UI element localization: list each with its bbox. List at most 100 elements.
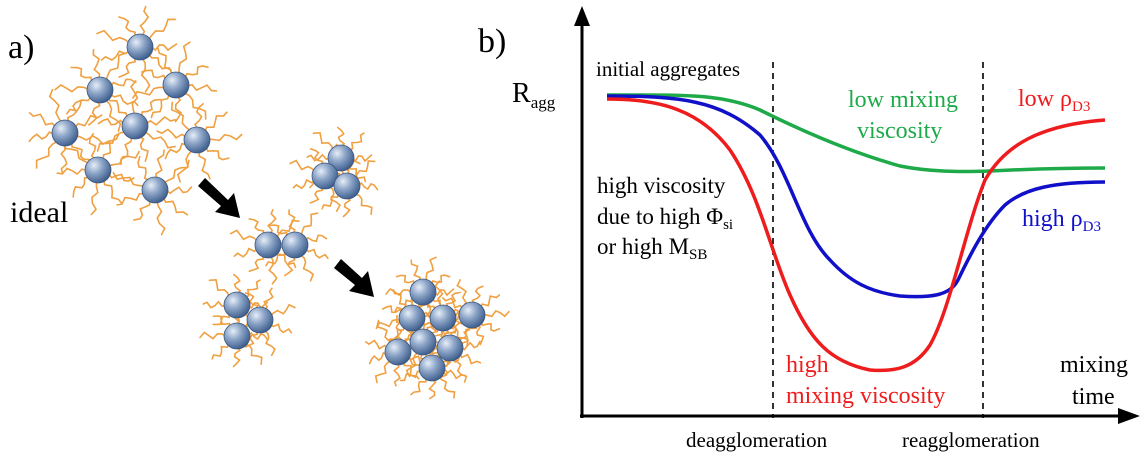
ligand-chain [267,209,277,235]
ligand-chain [479,294,501,309]
ligand-chain [232,346,242,368]
ligand-chain [105,52,127,82]
ligand-chain [178,41,191,76]
nanoparticle [84,156,112,184]
ligand-chain [248,218,265,237]
ligand-chain [70,66,93,84]
ligand-chain [309,148,324,167]
ligand-chain [482,310,510,318]
ligand-chain [385,287,413,297]
ligand-chain [288,209,296,235]
ligand-chain [96,130,127,152]
x-axis [580,408,1140,424]
high-viscosity-line3: or high MSB [597,234,707,263]
ligand-chain [247,331,269,341]
nanoparticle [418,354,446,382]
ligand-chain [376,319,393,344]
ligand-chain [104,99,122,132]
ligand-chain [428,378,437,400]
ligand-chain [229,229,259,242]
ligand-chain [399,370,423,382]
ligand-chain [145,115,177,126]
ligand-chain [156,128,188,139]
red-end-label: low ρD3 [1018,86,1090,115]
ligand-chain [212,312,230,326]
nanoparticle [409,278,437,306]
ligand-chain [425,256,437,283]
ligand-chain [475,324,485,346]
arrow-icon [198,178,240,218]
ligand-chain [433,288,455,297]
x-axis-label-line2: time [1072,384,1115,410]
ligand-chain [211,342,230,360]
ligand-chain [460,340,481,351]
ligand-chain [66,95,92,115]
ligand-chain [193,103,204,130]
ligand-chain [306,153,331,162]
green-label-line2: viscosity [857,118,942,144]
ligand-chain [28,112,57,128]
nanoparticle [409,328,437,356]
ligand-chain [71,140,91,161]
ligand-chain [212,315,231,329]
ligand-chain [107,172,135,182]
ligand-chain [248,253,265,272]
ligand-chain [133,198,151,221]
ligand-chain [348,132,365,151]
ligand-chain [312,131,334,151]
ligand-chain [141,69,167,81]
red-label-line1: high [786,352,829,378]
ligand-chain [300,212,319,237]
blue-curve [606,94,1106,299]
ligand-chain [97,118,125,126]
nanoparticle [327,144,355,172]
nanoparticle [254,231,282,259]
ligand-chain [62,140,91,165]
ligand-chain [284,254,296,277]
ligand-chain [150,43,178,52]
ligand-chain [141,98,162,119]
ligand-chain [456,279,469,306]
nanoparticle [223,322,251,350]
ligand-chain [56,167,88,176]
ligand-chain [90,180,99,216]
ligand-shells [28,5,510,400]
nanoparticle [311,162,339,190]
ideal-label: ideal [10,196,68,229]
nanoparticle [121,112,149,140]
ligand-chain [35,140,59,169]
ligand-chain [269,303,296,317]
ligand-chain [88,99,101,126]
nanoparticle [223,291,251,319]
ligand-chain [155,149,165,180]
ligand-chain [289,159,316,173]
ligand-chain [54,84,90,93]
green-label-line1: low mixing [848,87,958,113]
reagglomeration-label: reagglomeration [902,428,1040,452]
red-label-line2: mixing viscosity [786,383,945,409]
ligand-chain [392,289,408,310]
nanoparticle [458,301,486,329]
ligand-chain [275,251,297,269]
ligand-chain [351,154,373,163]
ligand-chain [184,65,209,80]
ligand-chain [393,362,401,387]
ligand-chain [434,280,444,308]
ligand-chain [75,134,111,146]
ligand-chain [431,274,451,287]
ligand-chain [132,86,167,99]
ligand-chain [174,95,183,123]
nanoparticle [281,231,309,259]
ligand-chain [73,114,103,129]
high-viscosity-line2: due to high Φsi [597,204,733,233]
ligand-chain [342,196,352,218]
ligand-chain [116,192,146,206]
ligand-chain [265,250,287,267]
ligand-chain [445,291,461,310]
y-axis-label: Ragg [512,78,556,112]
ligand-chain [244,279,261,298]
ligand-chain [112,171,146,187]
ligand-chain [208,278,230,298]
ligand-chain [233,247,259,258]
